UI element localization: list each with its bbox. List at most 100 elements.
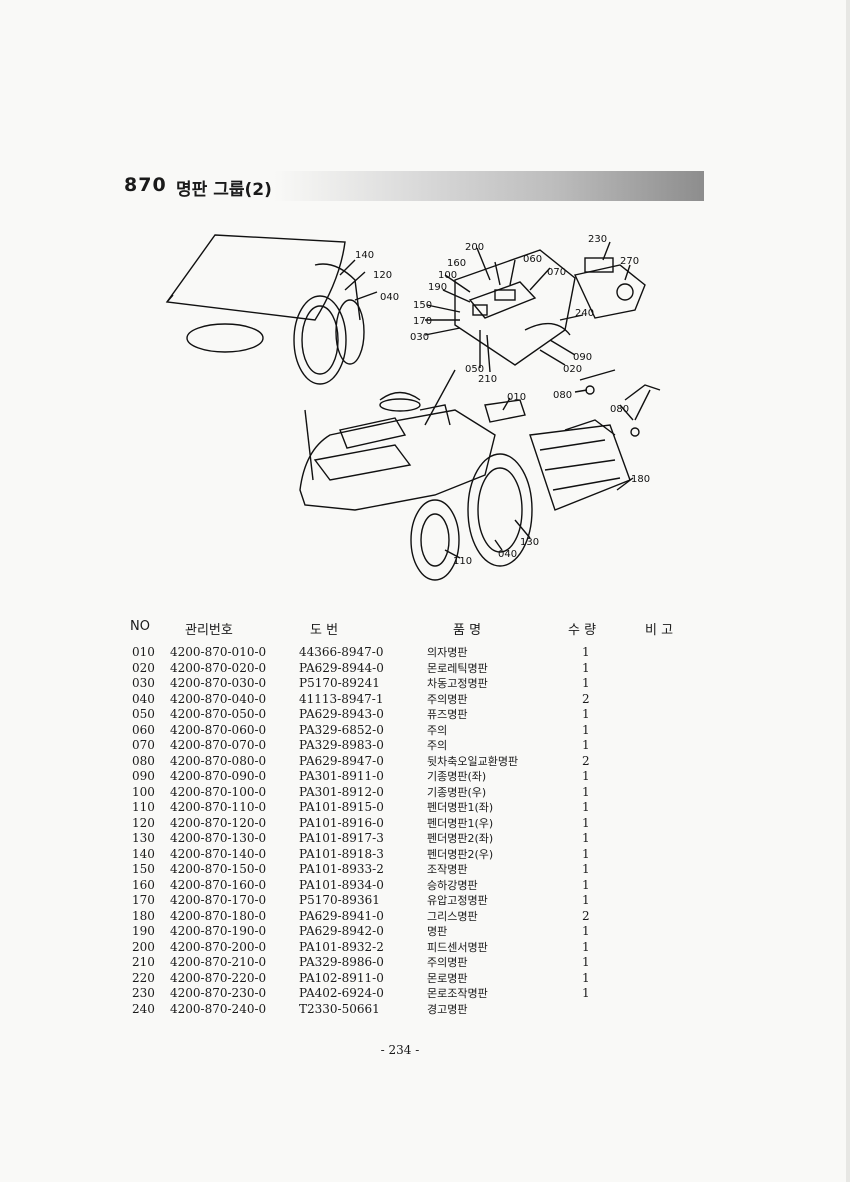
cell-quantity: 1	[582, 877, 590, 892]
cell-drawing-number: PA301-8911-0	[299, 769, 384, 783]
callout-label: 080	[553, 390, 572, 401]
cell-management-number: 4200-870-180-0	[170, 908, 267, 923]
cell-drawing-number: PA101-8915-0	[299, 800, 384, 814]
callout-label: 100	[438, 270, 457, 281]
cell-part-name: 몬로조작명판	[427, 987, 488, 1000]
callout-label: 130	[520, 537, 539, 548]
callout-label: 040	[498, 549, 517, 560]
cell-management-number: 4200-870-160-0	[170, 877, 267, 892]
cell-management-number: 4200-870-130-0	[170, 831, 267, 845]
cell-drawing-number: PA101-8917-3	[299, 831, 384, 845]
callout-label: 110	[453, 556, 472, 567]
cell-management-number: 4200-870-060-0	[170, 722, 267, 737]
callout-label: 200	[465, 242, 484, 253]
callout-label: 040	[380, 292, 399, 303]
callout-label: 070	[547, 267, 566, 278]
cell-drawing-number: PA629-8941-0	[299, 908, 384, 923]
cell-management-number: 4200-870-080-0	[170, 753, 267, 768]
cell-management-number: 4200-870-120-0	[170, 815, 267, 830]
cell-drawing-number: P5170-89361	[299, 893, 380, 907]
cell-drawing-number: PA629-8942-0	[299, 924, 384, 938]
column-header-no: NO	[130, 619, 150, 634]
cell-quantity: 2	[582, 753, 590, 768]
cell-management-number: 4200-870-150-0	[170, 862, 267, 876]
cell-quantity: 1	[582, 769, 590, 783]
cell-no: 160	[132, 877, 155, 892]
cell-drawing-number: PA329-6852-0	[299, 722, 384, 737]
callout-label: 210	[478, 374, 497, 385]
cell-part-name: 펜더명판1(좌)	[427, 801, 494, 814]
cell-management-number: 4200-870-030-0	[170, 676, 267, 690]
cell-drawing-number: PA329-8983-0	[299, 738, 384, 752]
cell-no: 140	[132, 846, 155, 861]
cell-quantity: 2	[582, 908, 590, 923]
cell-quantity: 2	[582, 691, 590, 706]
cell-no: 110	[132, 800, 155, 814]
cell-drawing-number: PA102-8911-0	[299, 970, 384, 985]
section-title: 명판 그룹(2)	[176, 180, 272, 200]
cell-drawing-number: P5170-89241	[299, 676, 380, 690]
section-header: 870 명판 그룹(2)	[124, 171, 704, 203]
wheel-drawing	[186, 323, 264, 353]
cell-no: 020	[132, 660, 155, 675]
cell-no: 190	[132, 924, 155, 938]
callout-label: 170	[413, 316, 432, 327]
cell-quantity: 1	[582, 738, 590, 752]
cell-quantity: 1	[582, 846, 590, 861]
column-header-quantity: 수 량	[568, 623, 597, 638]
cell-management-number: 4200-870-010-0	[170, 645, 267, 659]
tractor-body-drawing	[299, 409, 496, 511]
cell-drawing-number: PA629-8943-0	[299, 707, 384, 721]
cell-part-name: 차동고정명판	[427, 677, 488, 690]
cell-no: 220	[132, 970, 155, 985]
cell-management-number: 4200-870-020-0	[170, 660, 267, 675]
callout-label: 160	[447, 258, 466, 269]
cell-quantity: 1	[582, 707, 590, 721]
column-header-management-number: 관리번호	[185, 623, 233, 638]
cell-part-name: 경고명판	[427, 1002, 468, 1016]
hood-panel-drawing	[165, 234, 346, 321]
cell-quantity: 1	[582, 955, 590, 969]
callout-label: 080	[610, 404, 629, 415]
cell-part-name: 조작명판	[427, 863, 468, 876]
cell-part-name: 승하강명판	[427, 878, 478, 892]
cell-no: 030	[132, 676, 155, 690]
cell-part-name: 의자명판	[427, 646, 468, 659]
column-header-remarks: 비 고	[645, 623, 674, 638]
cell-management-number: 4200-870-090-0	[170, 769, 267, 783]
cell-no: 090	[132, 769, 155, 783]
cell-part-name: 명판	[427, 925, 448, 938]
diagram-callouts: 140 120 040 200 160 060 070 230 270 100 …	[355, 234, 650, 567]
cell-management-number: 4200-870-220-0	[170, 970, 267, 985]
cell-no: 070	[132, 738, 155, 752]
cell-part-name: 주의	[427, 723, 448, 737]
cell-part-name: 기종명판(우)	[427, 785, 487, 799]
cell-management-number: 4200-870-100-0	[170, 784, 267, 799]
front-wheel-drawing	[410, 499, 460, 581]
cell-quantity: 1	[582, 831, 590, 845]
cell-part-name: 펜더명판2(우)	[427, 847, 494, 861]
cell-quantity: 1	[582, 815, 590, 830]
page-number: - 234 -	[380, 1043, 420, 1057]
callout-label: 030	[410, 332, 429, 343]
cell-no: 120	[132, 815, 155, 830]
cell-management-number: 4200-870-230-0	[170, 986, 267, 1000]
cell-quantity: 1	[582, 722, 590, 737]
